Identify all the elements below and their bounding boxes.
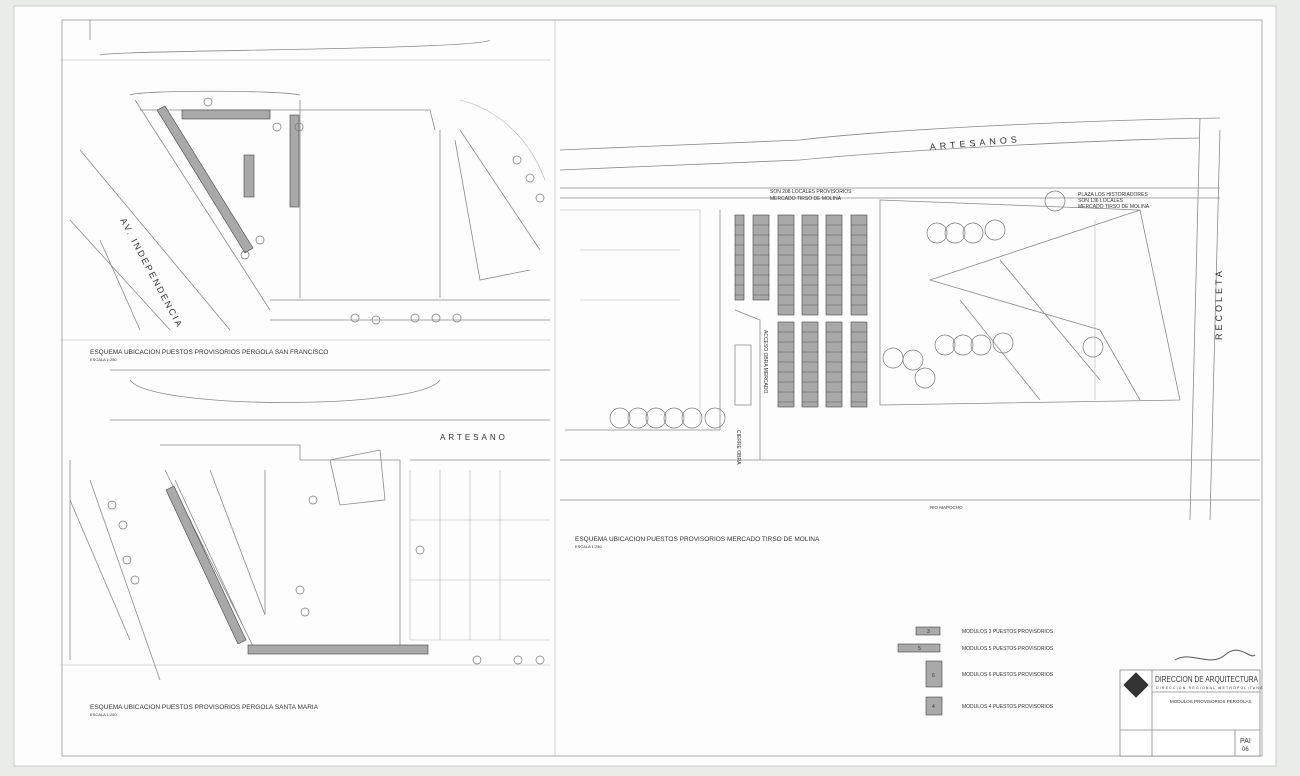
tree-icon [240,250,250,260]
tree-icon [300,607,310,617]
tree-icon [118,520,128,530]
stall-row [156,105,254,254]
sheet-paper [13,5,1277,767]
tree-icon [410,313,420,323]
trees [107,97,1104,665]
plan-scale-tirso-de-molina: ESCALA 1:250 [575,544,602,549]
stall-module [801,321,819,408]
signature [1174,649,1256,661]
stall-module [825,321,843,408]
sheet-title: MODULOS PROVISORIOS PERGOLAS [1170,699,1252,704]
legend: 3 MODULOS 3 PUESTOS PROVISORIOS 5 MODULO… [897,626,1054,716]
tree-icon [984,219,1006,241]
tree-icon [902,349,924,371]
tree-icon [415,545,425,555]
plan-santa-maria: ARTESANO ESQUEMA UBICACION PUESTOS PROVI… [60,369,550,717]
tree-icon [294,122,304,132]
legend-num: 5 [918,646,921,652]
tree-icon [663,407,685,429]
tree-icon [609,407,631,429]
stall-module [752,214,770,301]
tree-icon [255,235,265,245]
tree-icon [535,193,545,203]
river-label: RIO MAPOCHO [930,505,963,510]
tree-icon [452,313,462,323]
sheet-border [61,19,1263,757]
stall-module [850,321,868,408]
office-name: DIRECCION DE ARQUITECTURA [1155,675,1259,684]
plan-title-san-francisco: ESQUEMA UBICACION PUESTOS PROVISORIOS PE… [90,349,328,356]
tree-icon [704,407,726,429]
tree-icon [934,334,956,356]
tree-icon [512,155,522,165]
tree-icon [962,222,984,244]
legend-item-6: MODULOS 6 PUESTOS PROVISORIOS [962,672,1054,678]
plan-title-tirso-de-molina: ESQUEMA UBICACION PUESTOS PROVISORIOS ME… [575,536,820,543]
note-plaza-historiadores: PLAZA LOS HISTORIADORES [1078,192,1148,198]
plan-scale-santa-maria: ESCALA 1:250 [90,712,117,717]
note-208-locales: SON 208 LOCALES PROVISORIOS [770,189,852,195]
stall-module [777,321,795,408]
title-block: DIRECCION DE ARQUITECTURA DIRECCION REGI… [1119,649,1264,757]
region-name: DIRECCION REGIONAL METROPOLITANA [1156,686,1264,690]
tree-icon [1044,190,1066,212]
sheet-code: PAI [1240,738,1251,745]
tree-icon [107,500,117,510]
stall-module [734,214,745,301]
note-136-locales: SON 136 LOCALES [1078,198,1124,204]
legend-item-3: MODULOS 3 PUESTOS PROVISORIOS [962,629,1054,635]
plan-tirso-de-molina: ARTESANOS RECOLETA RIO MAPOCHO SON 208 L… [559,117,1260,549]
tree-icon [203,97,213,107]
stall-row [165,485,247,645]
tree-icon [472,655,482,665]
note-mercado-right: MERCADO TIRSO DE MOLINA [1078,204,1150,210]
street-label-recoleta: RECOLETA [1214,268,1224,340]
tree-icon [627,407,649,429]
tree-icon [645,407,667,429]
legend-num: 3 [927,629,930,635]
tree-icon [535,655,545,665]
legend-item-4: MODULOS 4 PUESTOS PROVISORIOS [962,704,1054,710]
tree-icon [122,555,132,565]
tree-icon [525,173,535,183]
tree-icon [350,313,360,323]
street-label-artesano: ARTESANO [440,433,508,442]
tree-icon [130,575,140,585]
tree-icon [308,495,318,505]
closure-label: CIERRE OBRA [735,430,741,465]
tree-icon [431,313,441,323]
legend-num: 6 [932,673,935,679]
tree-icon [914,367,936,389]
tree-icon [992,332,1014,354]
tree-icon [970,334,992,356]
note-mercado-left: MERCADO TIRSO DE MOLINA [770,196,842,202]
plan-title-santa-maria: ESQUEMA UBICACION PUESTOS PROVISORIOS PE… [90,704,319,711]
tree-icon [944,222,966,244]
legend-item-5: MODULOS 5 PUESTOS PROVISORIOS [962,646,1054,652]
tree-icon [952,334,974,356]
legend-num: 4 [932,704,935,710]
tree-icon [295,585,305,595]
tree-icon [681,407,703,429]
tree-icon [272,122,282,132]
access-label: ACCESO OBRA MERCADO [762,330,768,393]
sheet-number: 06 [1242,747,1249,753]
tree-icon [1082,336,1104,358]
tree-icon [926,222,948,244]
plan-scale-san-francisco: ESCALA 1:250 [90,357,117,362]
tree-icon [371,315,381,325]
tree-icon [513,655,523,665]
